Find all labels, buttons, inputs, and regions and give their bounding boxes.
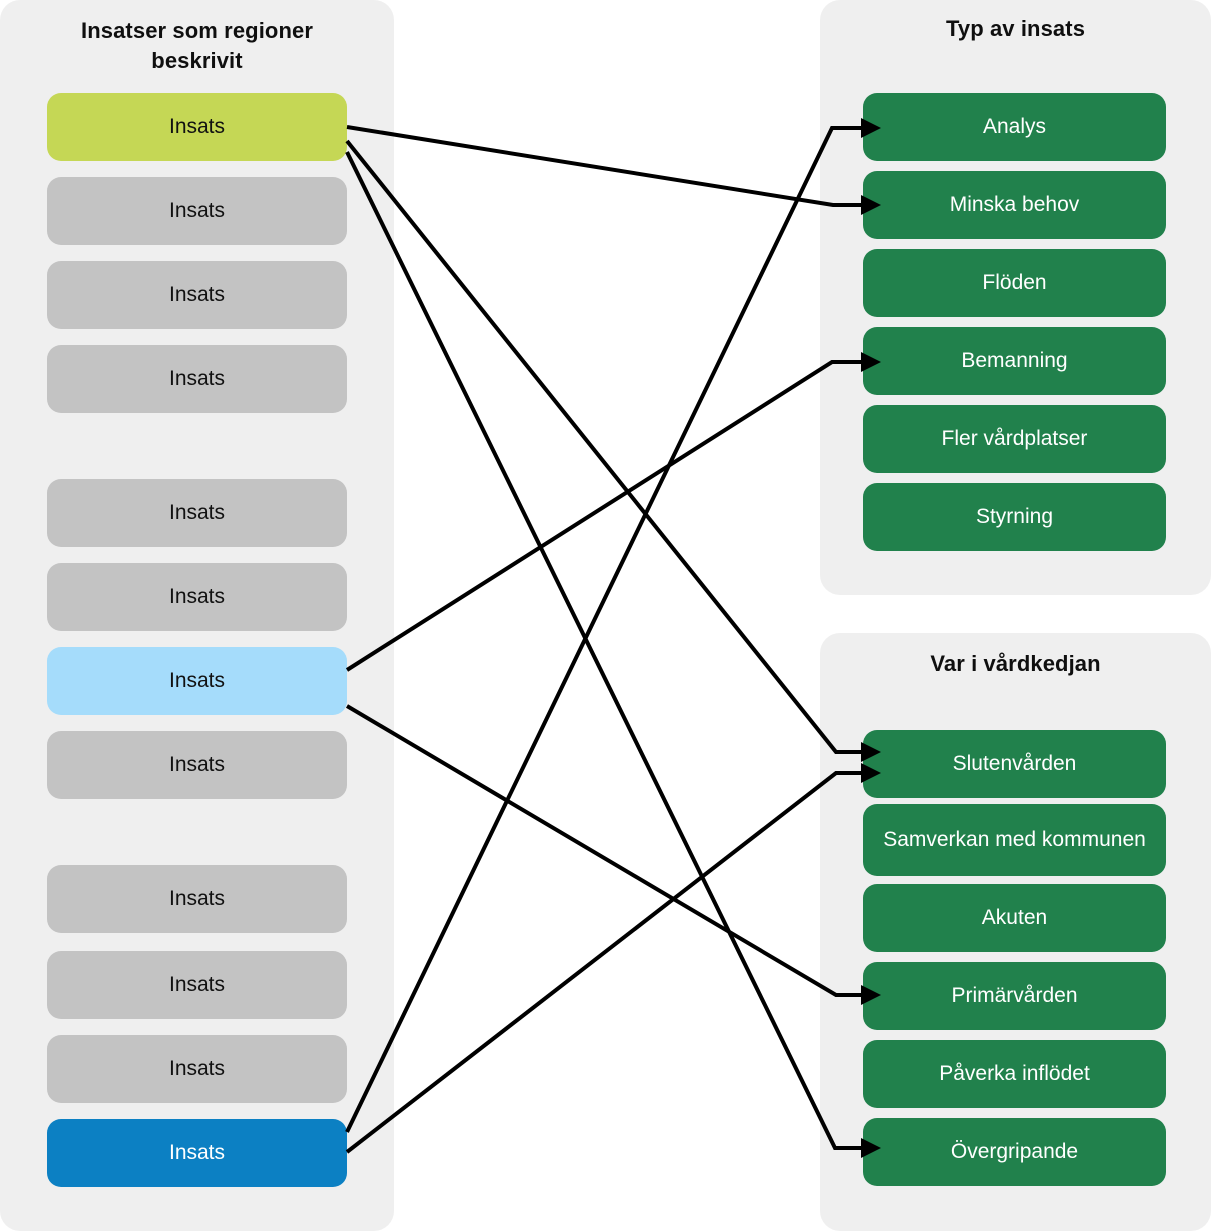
type-node-4[interactable]: Fler vårdplatser	[863, 405, 1166, 473]
panel-insatser-title: Insatser som regioner beskrivit	[81, 18, 313, 73]
link-insats-to-overgripande	[345, 151, 881, 1158]
chain-node-1[interactable]: Samverkan med kommunen	[863, 804, 1166, 876]
type-node-5[interactable]: Styrning	[863, 483, 1166, 551]
link-insats-to-slutenvarden	[345, 139, 881, 762]
left-node-6[interactable]: Insats	[47, 647, 347, 715]
left-node-11[interactable]: Insats	[47, 1119, 347, 1187]
type-node-2[interactable]: Flöden	[863, 249, 1166, 317]
left-node-8[interactable]: Insats	[47, 865, 347, 933]
link-insats-to-minska-behov	[346, 125, 881, 215]
type-node-3[interactable]: Bemanning	[863, 327, 1166, 395]
link-insats-to-primarvarden	[345, 704, 881, 1005]
link-insats-to-analys	[345, 118, 881, 1133]
panel-typ-av-insats-title: Typ av insats	[945, 16, 1086, 41]
type-node-0[interactable]: Analys	[863, 93, 1166, 161]
panel-var-i-vardkedjan-title: Var i vårdkedjan	[930, 651, 1101, 676]
left-node-2[interactable]: Insats	[47, 261, 347, 329]
type-node-1[interactable]: Minska behov	[863, 171, 1166, 239]
left-node-4[interactable]: Insats	[47, 479, 347, 547]
left-node-10[interactable]: Insats	[47, 1035, 347, 1103]
link-insats-to-slutenvarden-2	[345, 763, 881, 1154]
chain-node-5[interactable]: Övergripande	[863, 1118, 1166, 1186]
chain-node-4[interactable]: Påverka inflödet	[863, 1040, 1166, 1108]
chain-node-2[interactable]: Akuten	[863, 884, 1166, 952]
chain-node-3[interactable]: Primärvården	[863, 962, 1166, 1030]
link-insats-to-bemanning	[345, 352, 881, 672]
left-node-7[interactable]: Insats	[47, 731, 347, 799]
left-node-5[interactable]: Insats	[47, 563, 347, 631]
chain-node-0[interactable]: Slutenvården	[863, 730, 1166, 798]
panel-insatser: Insatser som regioner beskrivit Insats I…	[0, 0, 394, 1231]
left-node-1[interactable]: Insats	[47, 177, 347, 245]
left-node-9[interactable]: Insats	[47, 951, 347, 1019]
left-node-3[interactable]: Insats	[47, 345, 347, 413]
left-node-0[interactable]: Insats	[47, 93, 347, 161]
